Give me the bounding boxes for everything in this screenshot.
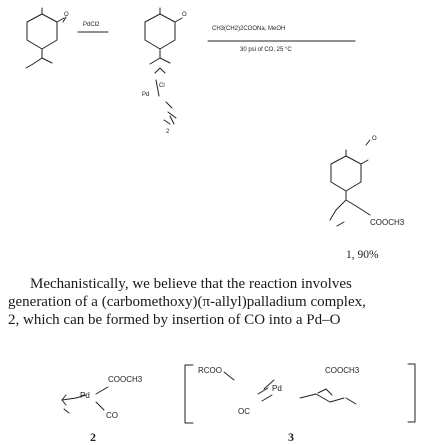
ester-label-right: COOCH3 bbox=[325, 366, 360, 375]
paragraph-line-1: Mechanistically, we believe that the rea… bbox=[30, 276, 352, 292]
oxygen-label-1: O bbox=[64, 12, 69, 18]
oxygen-label-2: O bbox=[182, 12, 187, 18]
product-ester-structure bbox=[329, 139, 371, 227]
starting-ketone-structure bbox=[25, 7, 67, 69]
reagent-pdcl2: PdCl2 bbox=[83, 22, 100, 28]
complex-3-structure bbox=[184, 363, 416, 424]
complex-2-structure bbox=[61, 386, 109, 414]
paragraph-line-2: generation of a (carbomethoxy)(π-allyl)p… bbox=[8, 294, 366, 310]
reagent-conditions-line1: CH3(CH2)2COONa, MeOH bbox=[212, 26, 286, 32]
pd-label: Pd bbox=[142, 92, 150, 98]
ester-label: COOCH3 bbox=[370, 218, 405, 227]
allyl-palladium-structure bbox=[144, 7, 183, 125]
compound-2-label: 2 bbox=[166, 129, 170, 135]
oc-label: OC bbox=[238, 407, 250, 416]
ester-label-left: COOCH3 bbox=[108, 375, 143, 384]
rcoo-label: RCOO bbox=[198, 366, 222, 375]
co-label-left: CO bbox=[106, 411, 118, 420]
paragraph-line-3: 2, which can be formed by insertion of C… bbox=[8, 312, 341, 328]
cl-label: Cl bbox=[159, 83, 165, 89]
pd-label-left: Pd bbox=[80, 391, 90, 400]
body-paragraph: Mechanistically, we believe that the rea… bbox=[8, 275, 440, 329]
compound-3-number: 3 bbox=[288, 430, 294, 444]
reagent-conditions-line2: 30 psi of CO, 25 °C bbox=[240, 47, 292, 53]
yield-label: 1, 90% bbox=[346, 249, 379, 261]
compound-2-number: 2 bbox=[90, 430, 96, 444]
oxygen-label-3: O bbox=[372, 136, 377, 142]
pd-label-right: Pd bbox=[272, 384, 282, 393]
